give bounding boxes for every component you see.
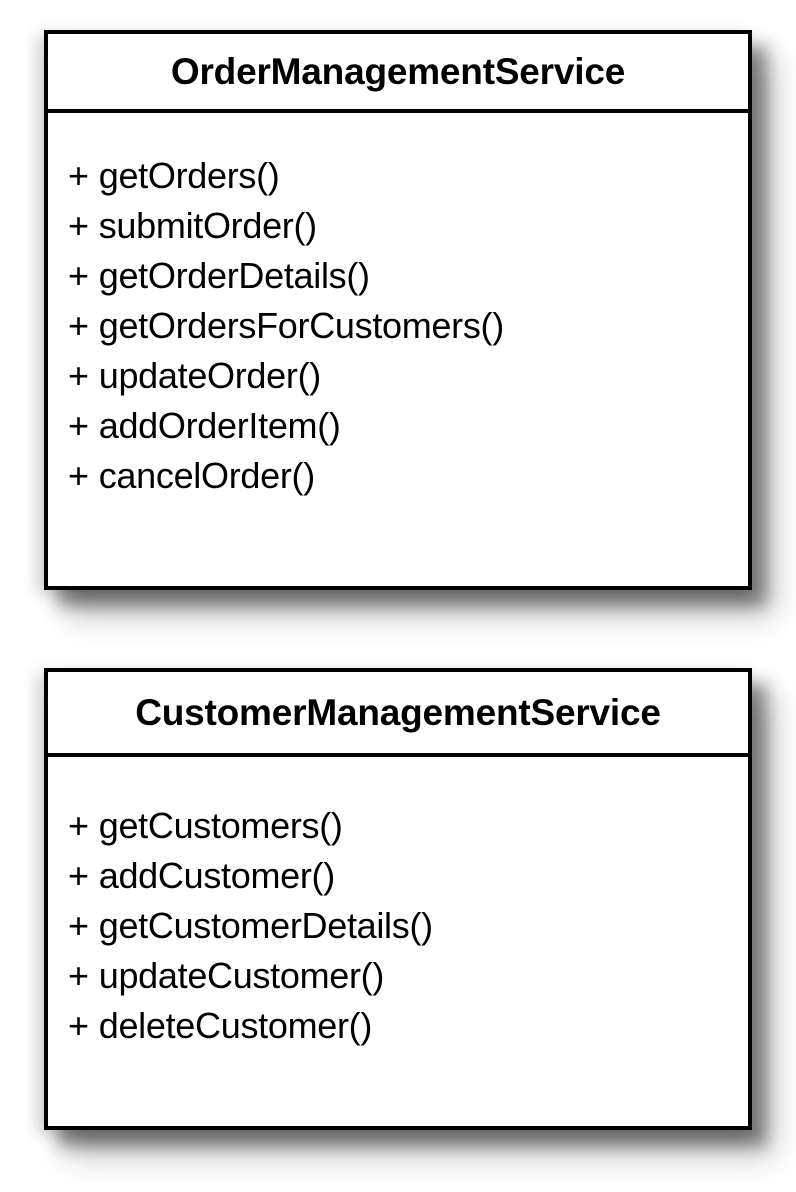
uml-method-row: +getOrderDetails(): [68, 251, 748, 301]
method-signature: cancelOrder(): [98, 455, 315, 496]
uml-method-row: +updateOrder(): [68, 351, 748, 401]
uml-class-name-order-management-service: OrderManagementService: [48, 34, 748, 113]
uml-method-row: +getCustomerDetails(): [68, 901, 748, 951]
method-signature: addOrderItem(): [98, 405, 341, 446]
uml-method-compartment-customer-management-service: +getCustomers() +addCustomer() +getCusto…: [48, 757, 748, 1051]
uml-method-compartment-order-management-service: +getOrders() +submitOrder() +getOrderDet…: [48, 113, 748, 501]
method-signature: deleteCustomer(): [98, 1005, 373, 1046]
method-signature: getOrdersForCustomers(): [98, 305, 504, 346]
uml-method-row: +submitOrder(): [68, 201, 748, 251]
method-signature: addCustomer(): [98, 855, 335, 896]
method-signature: getOrders(): [98, 155, 280, 196]
visibility-marker: +: [68, 455, 89, 496]
uml-method-row: +deleteCustomer(): [68, 1001, 748, 1051]
method-signature: updateCustomer(): [98, 955, 385, 996]
uml-class-name-customer-management-service: CustomerManagementService: [48, 672, 748, 757]
visibility-marker: +: [68, 355, 89, 396]
uml-method-row: +getCustomers(): [68, 801, 748, 851]
visibility-marker: +: [68, 255, 89, 296]
method-signature: submitOrder(): [98, 205, 317, 246]
visibility-marker: +: [68, 155, 89, 196]
uml-class-customer-management-service[interactable]: CustomerManagementService +getCustomers(…: [44, 668, 752, 1130]
method-signature: getCustomers(): [98, 805, 343, 846]
uml-class-order-management-service[interactable]: OrderManagementService +getOrders() +sub…: [44, 30, 752, 590]
visibility-marker: +: [68, 405, 89, 446]
uml-method-row: +addCustomer(): [68, 851, 748, 901]
uml-method-row: +addOrderItem(): [68, 401, 748, 451]
visibility-marker: +: [68, 855, 89, 896]
visibility-marker: +: [68, 955, 89, 996]
uml-method-row: +cancelOrder(): [68, 451, 748, 501]
uml-method-row: +getOrders(): [68, 151, 748, 201]
uml-method-row: +updateCustomer(): [68, 951, 748, 1001]
visibility-marker: +: [68, 305, 89, 346]
visibility-marker: +: [68, 205, 89, 246]
method-signature: updateOrder(): [98, 355, 322, 396]
visibility-marker: +: [68, 905, 89, 946]
method-signature: getOrderDetails(): [98, 255, 370, 296]
visibility-marker: +: [68, 805, 89, 846]
visibility-marker: +: [68, 1005, 89, 1046]
method-signature: getCustomerDetails(): [98, 905, 433, 946]
uml-method-row: +getOrdersForCustomers(): [68, 301, 748, 351]
